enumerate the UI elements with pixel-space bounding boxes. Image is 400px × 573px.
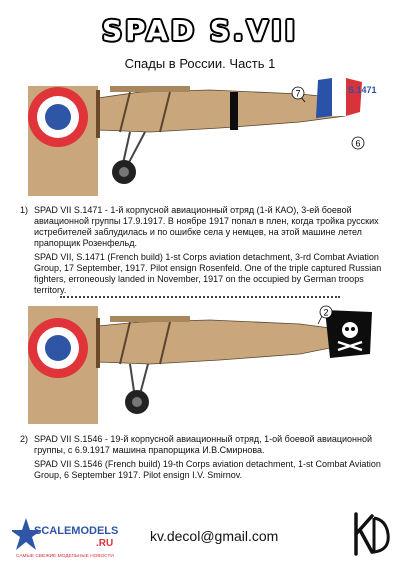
section-divider: [60, 296, 340, 298]
aircraft-profile-2: 2: [0, 302, 400, 430]
callout-2-label: 2: [324, 308, 329, 318]
tail-rudder-2: [325, 310, 372, 358]
fuselage-band-1: [230, 92, 238, 130]
logo-left-sub: .RU: [96, 538, 113, 549]
fuselage-2: [97, 319, 341, 365]
page-title: SPAD S.VII: [101, 14, 299, 47]
upper-wing-2: [110, 316, 190, 322]
callout-6-label: 6: [356, 139, 361, 149]
spad-profile-2-drawing: 2: [28, 305, 372, 424]
spad-profile-1-drawing: S.1471 7 6: [28, 78, 377, 196]
aircraft-profile-1: S.1471 7 6: [0, 72, 400, 202]
description-1: 1) SPAD VII S.1471 - 1-й корпусной авиац…: [20, 205, 385, 299]
contact-email[interactable]: kv.decol@gmail.com: [150, 528, 279, 544]
fuselage-1: [97, 89, 346, 133]
tail-rudder-1: [316, 78, 362, 118]
description-2: 2) SPAD VII S.1546 - 19-й корпусной авиа…: [20, 434, 385, 484]
tail-serial-1: S.1471: [348, 85, 377, 95]
description-1-ru: SPAD VII S.1471 - 1-й корпусной авиацион…: [34, 205, 379, 248]
logo-left-tagline: САМЫЕ СВЕЖИЕ МОДЕЛЬНЫЕ НОВОСТИ: [16, 553, 114, 559]
page-subtitle: Спады в России. Часть 1: [124, 56, 276, 71]
propeller-2: [96, 318, 100, 368]
description-1-number: 1): [20, 205, 29, 215]
wing-roundel-2: [28, 318, 88, 378]
propeller-1: [96, 90, 100, 138]
callout-2: [319, 305, 333, 319]
callout-6: [351, 136, 365, 150]
skull-icon: [342, 322, 358, 338]
description-2-ru: SPAD VII S.1546 - 19-й корпусной авиацио…: [34, 434, 373, 455]
callout-7: [291, 86, 305, 100]
upper-wing-1: [110, 86, 190, 92]
callout-7-label: 7: [296, 89, 301, 99]
scalemodels-logo: SCALEMODELS .RU САМЫЕ СВЕЖИЕ МОДЕЛЬНЫЕ Н…: [10, 512, 137, 560]
star-icon: [10, 518, 42, 550]
description-1-en: SPAD VII, S.1471 (French build) 1-st Cor…: [34, 252, 382, 295]
description-2-number: 2): [20, 434, 29, 444]
description-2-en: SPAD VII S.1546 (French build) 19-th Cor…: [34, 459, 381, 480]
logo-left-main: SCALEMODELS: [34, 525, 118, 537]
kd-logo: KD: [350, 508, 392, 560]
